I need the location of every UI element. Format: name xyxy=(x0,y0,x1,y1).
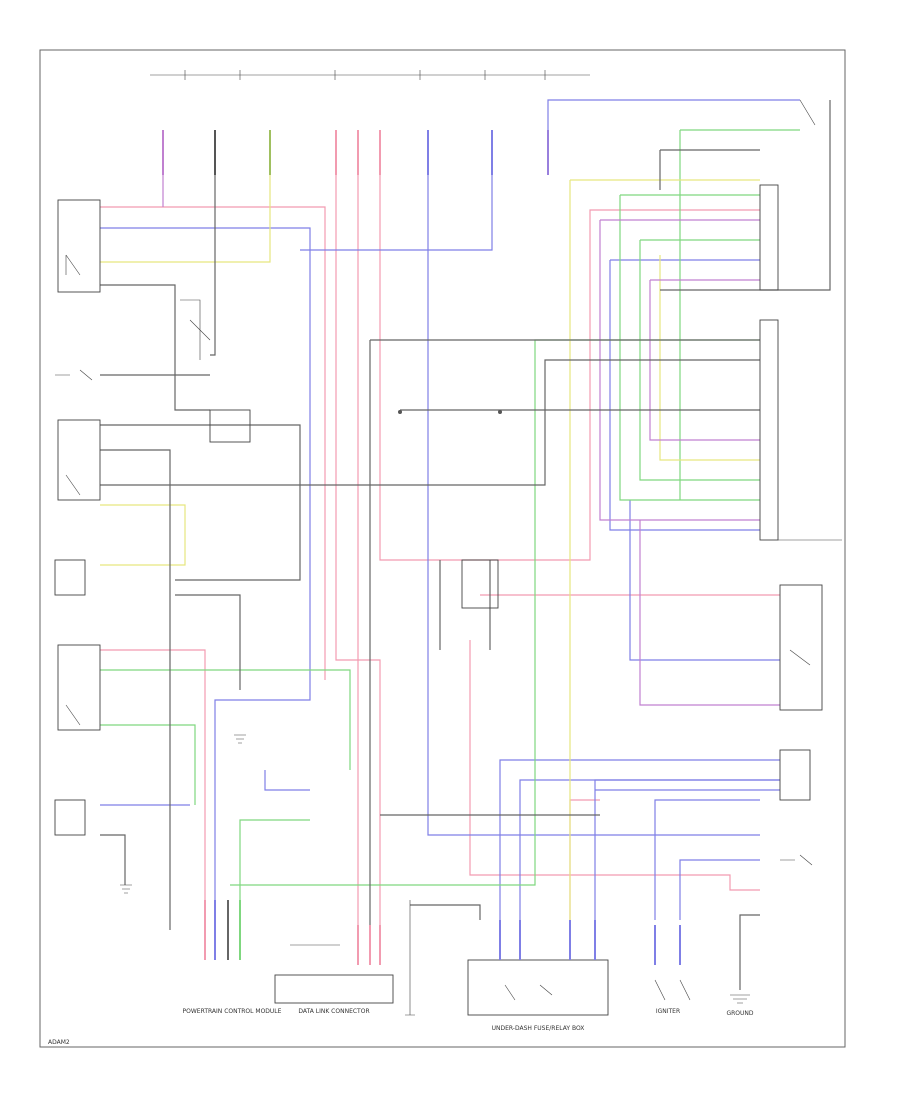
center-connector xyxy=(398,410,502,609)
wires-black xyxy=(100,100,831,990)
right-switch xyxy=(780,854,813,866)
pcm-label: POWERTRAIN CONTROL MODULE xyxy=(183,1008,282,1015)
top-connector-stubs xyxy=(162,130,549,175)
wires-violet xyxy=(162,175,780,706)
fuse-box-bottom xyxy=(467,920,609,1016)
left-relay-3 xyxy=(57,644,101,731)
left-sensor-1 xyxy=(54,559,86,596)
top-right-switch xyxy=(799,99,816,126)
left-switch-1 xyxy=(55,369,93,381)
pcm-connector-stubs xyxy=(204,900,241,960)
ground-label: GROUND xyxy=(726,1010,753,1017)
wires-blue xyxy=(100,99,800,930)
top-fuse-headers xyxy=(150,70,590,80)
inner-relay xyxy=(180,299,211,360)
bottom-ground-stub xyxy=(405,900,415,1016)
left-relay-1 xyxy=(57,199,101,293)
fuse-box-label: UNDER-DASH FUSE/RELAY BOX xyxy=(492,1025,585,1032)
left-relay-2 xyxy=(57,419,101,501)
dlc-box xyxy=(274,925,394,1004)
wires-yellow xyxy=(100,175,760,920)
ground-icon xyxy=(120,734,750,1004)
igniter-label: IGNITER xyxy=(656,1008,680,1015)
right-relay xyxy=(779,584,823,711)
small-box xyxy=(209,409,251,443)
control-unit xyxy=(759,184,842,541)
bottom-ignition xyxy=(654,925,691,1001)
figure-code: ADAM2 xyxy=(48,1039,70,1046)
left-sensor-2 xyxy=(54,799,86,836)
dlc-label: DATA LINK CONNECTOR xyxy=(298,1008,369,1015)
diagram-frame xyxy=(39,49,846,1048)
right-connector xyxy=(779,749,811,801)
